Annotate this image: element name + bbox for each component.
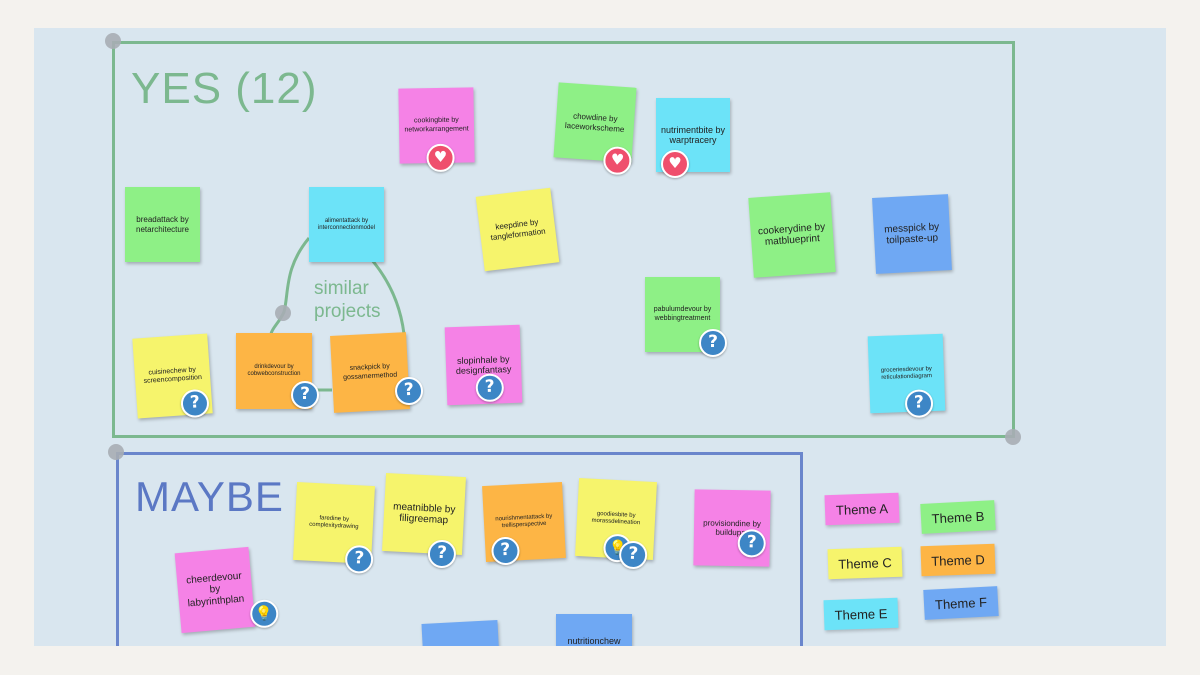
sticky-note-text: goodiesbite by morassdelineation [591, 511, 641, 527]
sticky-note-text: slopinhale by designfantasy [455, 353, 512, 376]
sticky-note[interactable]: snackpick by gossamermethod ? [330, 332, 424, 413]
sticky-note-text: nutrimentbite by warptracery [660, 124, 726, 145]
sticky-note[interactable]: nutritionchew [556, 614, 632, 646]
sticky-note-text: pabulumdevour by webbingtreatment [653, 306, 712, 322]
sticky-note-text: alimentattack by interconnectionmodel [317, 217, 376, 231]
frame-yes-resize-handle[interactable] [105, 33, 121, 49]
connector-label: similar projects [314, 278, 381, 322]
connector-handle[interactable] [275, 305, 291, 321]
sticky-note-text: faredine by complexitydrawing [309, 515, 359, 531]
frame-yes-title: YES (12) [131, 64, 318, 113]
sticky-note-text: cuisinechew by screencomposition [143, 366, 203, 386]
sticky-note[interactable]: cookerydine by matblueprint [748, 192, 836, 278]
sticky-note[interactable]: chowdine by laceworkscheme ♥ [553, 82, 637, 176]
sticky-note[interactable]: cookingbite by networkarrangement ♥ [398, 87, 475, 173]
sticky-note-text: meatnibble by filigreemap [392, 500, 456, 527]
question-icon[interactable]: ? [699, 329, 727, 357]
question-icon[interactable]: ? [291, 381, 319, 409]
sticky-note[interactable]: goodiesbite by morassdelineation 💡 ? [575, 478, 657, 570]
sticky-note-text: chowdine by laceworkscheme [564, 111, 625, 134]
sticky-note-text: drinkdevour by cobwebconstruction [247, 364, 301, 377]
sticky-note[interactable]: nourishmentattack by trellisperspective … [482, 481, 566, 566]
theme-legend-d[interactable]: Theme D [920, 543, 996, 577]
sticky-note-text: cookingbite by networkarrangement [404, 117, 469, 134]
sticky-note[interactable]: messpick by toilpaste-up [872, 194, 952, 274]
sticky-note[interactable]: faredine by complexitydrawing ? [293, 482, 375, 575]
sticky-note[interactable]: provisiondine by buildupar ? [693, 489, 771, 567]
whiteboard-canvas[interactable]: YES (12) MAYBE similar projects cookingb… [34, 28, 1166, 646]
theme-legend-a[interactable]: Theme A [824, 492, 900, 526]
question-icon[interactable]: ? [475, 373, 505, 403]
theme-legend-e[interactable]: Theme E [823, 597, 899, 631]
sticky-note[interactable]: cuisinechew by screencomposition ? [132, 333, 213, 419]
sticky-note-text: keepdine by tangleformation [490, 217, 546, 242]
frame-maybe-resize-handle[interactable] [108, 444, 124, 460]
sticky-note[interactable]: groceriesdevour by reticulationdiagram ? [867, 333, 946, 419]
frame-yes-resize-handle[interactable] [1005, 429, 1021, 445]
sticky-note[interactable]: nutrimentbite by warptracery ♥ [656, 98, 730, 178]
sticky-note-text: cookerydine by matblueprint [757, 221, 826, 248]
sticky-note-text: breadattack by netarchitecture [136, 215, 189, 234]
heart-icon[interactable]: ♥ [661, 150, 689, 178]
sticky-note[interactable]: cheerdevour by labyrinthplan 💡 [174, 546, 280, 634]
frame-yes[interactable]: YES (12) [112, 41, 1015, 438]
sticky-note-text: groceriesdevour by reticulationdiagram [880, 365, 933, 381]
theme-legend-c[interactable]: Theme C [827, 546, 903, 580]
sticky-note-text: cheerdevour by labyrinthplan [185, 570, 245, 610]
sticky-note[interactable]: pabulumdevour by webbingtreatment ? [645, 277, 727, 357]
sticky-note-text: messpick by toilpaste-up [883, 221, 940, 247]
sticky-note[interactable]: alimentattack by interconnectionmodel [309, 187, 384, 262]
sticky-note[interactable]: slopinhale by designfantasy ? [444, 324, 523, 406]
sticky-note[interactable]: breadattack by netarchitecture [125, 187, 200, 262]
sticky-note[interactable]: drinkdevour by cobwebconstruction ? [236, 333, 319, 409]
theme-legend-b[interactable]: Theme B [920, 500, 996, 534]
frame-maybe[interactable]: MAYBE [116, 452, 803, 646]
sticky-note[interactable]: meatnibble by filigreemap ? [382, 472, 466, 569]
sticky-note-text: snackpick by gossamermethod [342, 363, 398, 381]
question-icon[interactable]: ? [737, 529, 766, 558]
sticky-note-text: nutritionchew [567, 636, 621, 646]
sticky-note[interactable]: keepdine by tangleformation [475, 187, 560, 272]
frame-maybe-title: MAYBE [135, 473, 284, 520]
sticky-note-text: nourishmentattack by trellisperspective [495, 513, 553, 530]
theme-legend-f[interactable]: Theme F [923, 586, 999, 620]
sticky-note[interactable] [421, 620, 501, 646]
